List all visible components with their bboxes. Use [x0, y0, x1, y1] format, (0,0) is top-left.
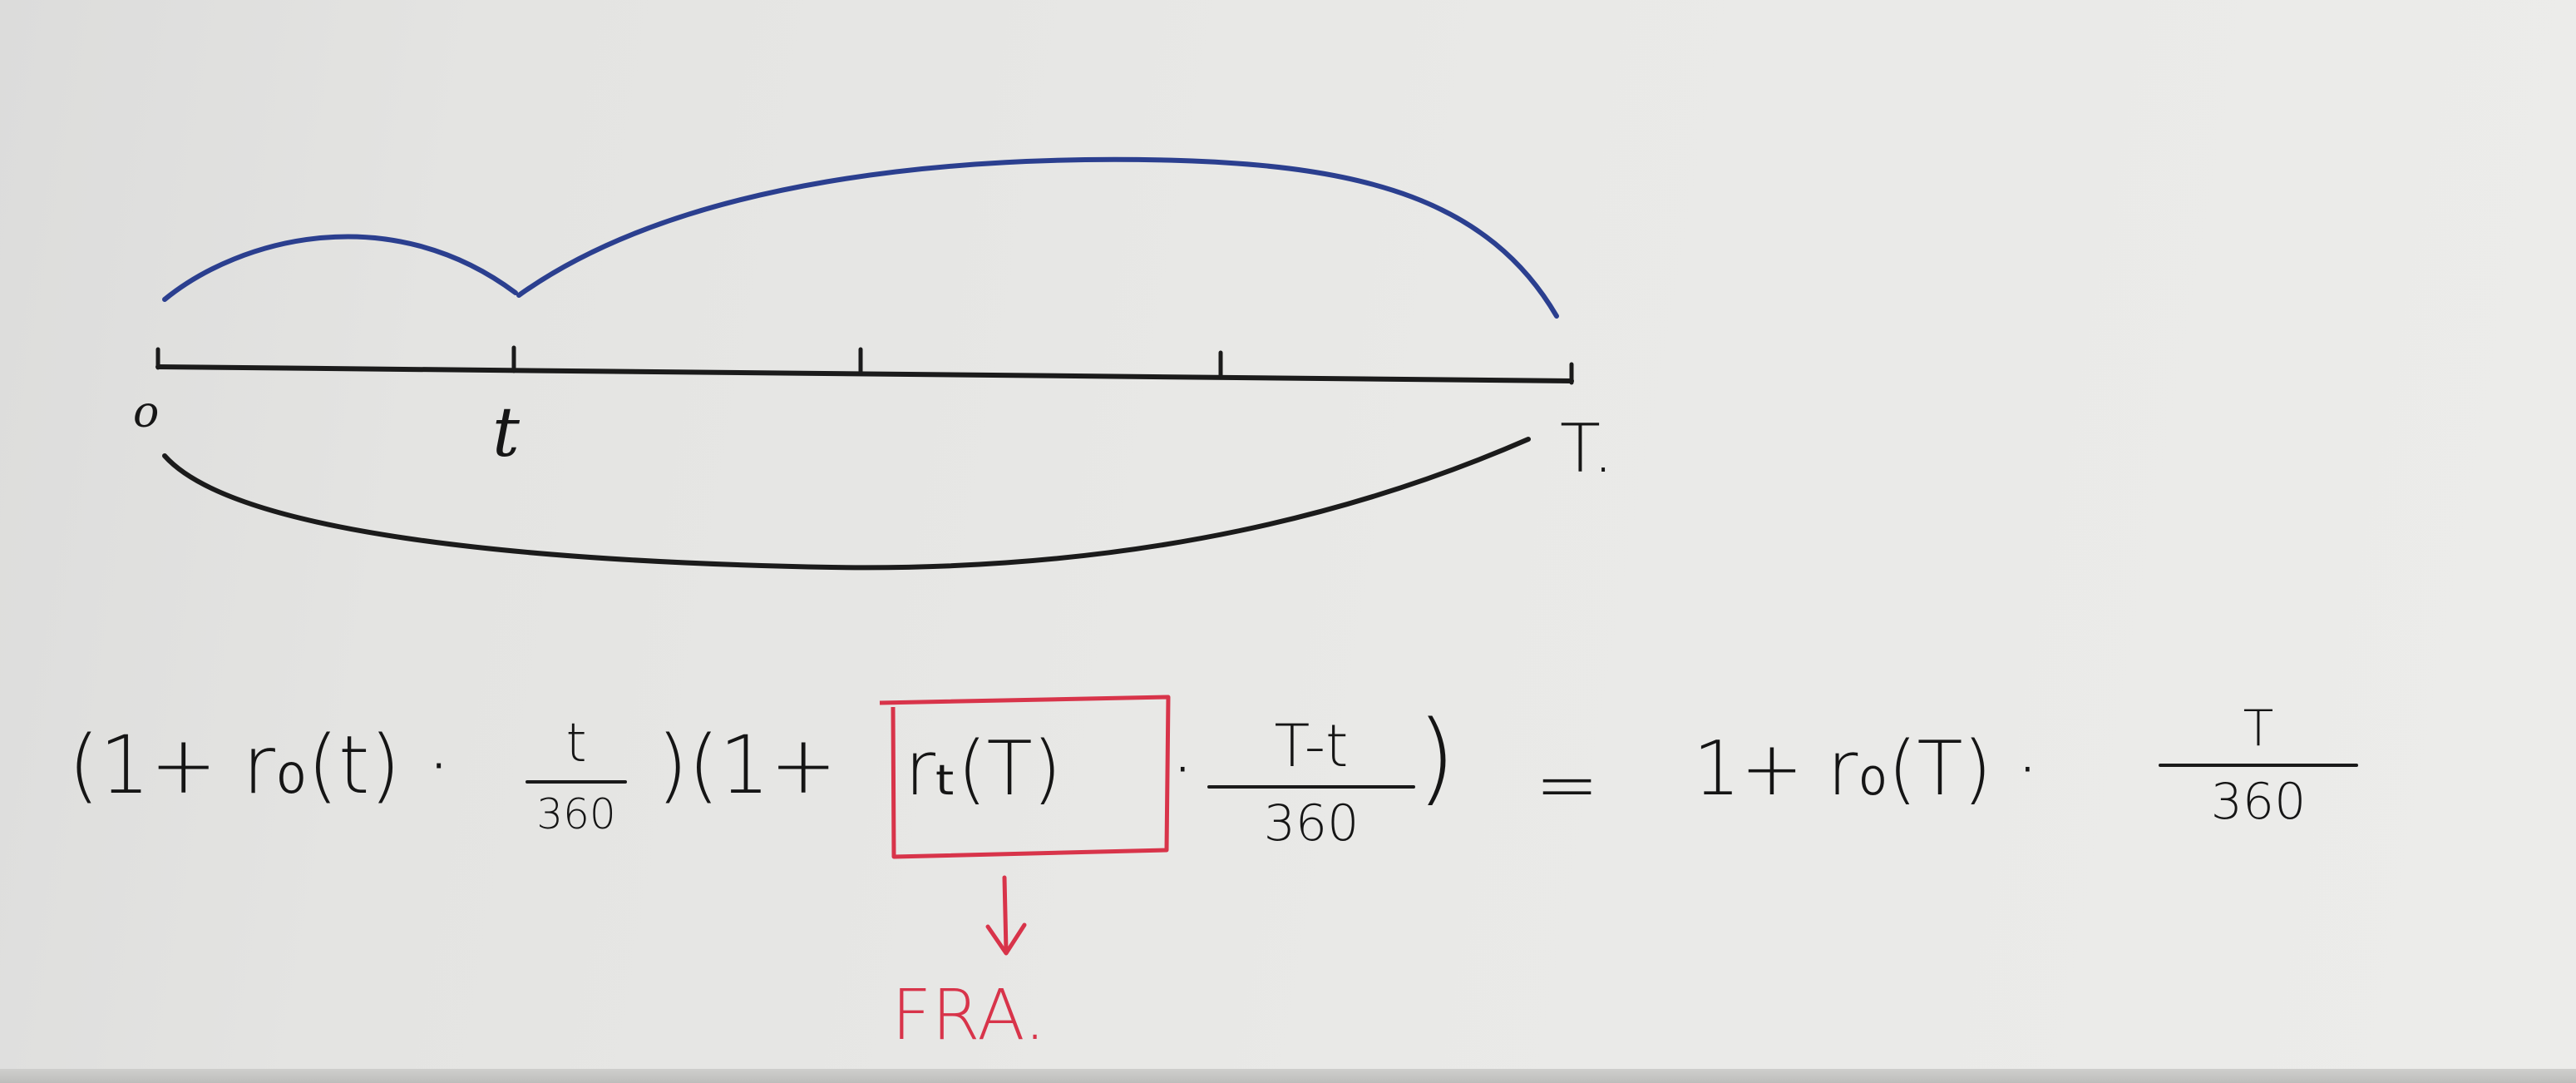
blue-arc-short [162, 234, 518, 302]
fraction-1-denominator: 360 [536, 790, 616, 838]
fraction-2-numerator: T-t [1274, 712, 1349, 780]
fraction-2: T-t 360 [1207, 717, 1415, 848]
forward-rate-term: rₜ(T) [905, 725, 1062, 813]
timeline-end-label: T. [1560, 410, 1614, 487]
fraction-3-numerator: T [2243, 700, 2274, 758]
equation-close-paren: ) [1417, 700, 1456, 816]
fraction-2-bar [1207, 785, 1415, 789]
fraction-3-bar [2159, 764, 2358, 767]
timeline-start-label: o [133, 388, 160, 438]
paper-bottom-edge [0, 1069, 2576, 1083]
fraction-3-denominator: 360 [2210, 773, 2307, 831]
fra-arrow-head [985, 922, 1027, 956]
timeline-mid-label: t [492, 393, 520, 472]
fraction-1: t 360 [526, 717, 627, 835]
black-arc-total [162, 437, 1531, 571]
fraction-1-numerator: t [565, 713, 587, 774]
equals-sign: = [1535, 740, 1600, 829]
blue-arc-long [516, 156, 1559, 319]
timeline-axis [155, 364, 1574, 383]
fraction-1-bar [526, 780, 627, 784]
equation-term-1: (1+ r₀(t) · [68, 719, 452, 812]
fra-arrow-shaft [1002, 875, 1009, 953]
fra-box [879, 695, 1171, 859]
multiply-dot: · [1171, 725, 1195, 813]
fraction-3: T 360 [2159, 704, 2358, 827]
equation-rhs: 1+ r₀(T) · [1693, 725, 2040, 813]
fra-annotation-label: FRA. [891, 974, 1046, 1056]
fraction-2-denominator: 360 [1263, 794, 1360, 853]
equation-term-2: )(1+ [657, 719, 837, 812]
